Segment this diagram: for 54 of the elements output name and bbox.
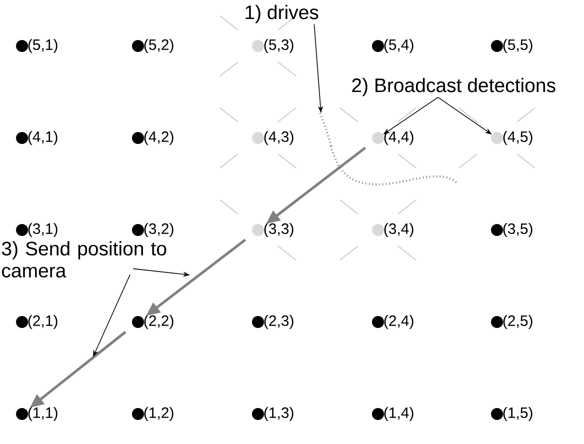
step-label: 3) Send position to camera — [2, 241, 166, 278]
node-label: (3,4) — [384, 223, 414, 237]
sensor-node: (2,2) — [132, 315, 174, 329]
sensor-node: (3,2) — [132, 223, 174, 237]
sensor-node: (3,1) — [16, 223, 58, 237]
sensor-node: (4,3) — [252, 131, 294, 145]
node-label: (3,2) — [144, 223, 174, 237]
node-label: (2,4) — [384, 315, 414, 329]
node-label: (4,2) — [144, 131, 174, 145]
step-label: 1) drives — [246, 4, 318, 24]
node-label: (5,2) — [144, 39, 174, 53]
node-label: (3,5) — [503, 223, 532, 237]
node-label: (5,4) — [384, 39, 414, 53]
node-label: (1,4) — [384, 407, 414, 421]
node-label: (5,3) — [264, 39, 294, 53]
sensor-node: (4,4) — [372, 131, 414, 145]
sensor-node: (5,4) — [372, 39, 414, 53]
sensor-node: (4,2) — [132, 131, 174, 145]
node-label: (2,2) — [144, 315, 174, 329]
trail-start — [318, 112, 332, 146]
node-label: (3,3) — [264, 223, 294, 237]
node-label: (1,3) — [264, 407, 294, 421]
sensor-node: (5,1) — [16, 39, 58, 53]
sensor-node: (2,4) — [372, 315, 414, 329]
sensor-node: (3,3) — [252, 223, 294, 237]
node-label: (5,5) — [503, 39, 532, 53]
node-label: (2,3) — [264, 315, 294, 329]
node-label: (2,5) — [503, 315, 532, 329]
node-label: (4,1) — [28, 131, 58, 145]
sensor-node: (1,1) — [16, 407, 58, 421]
sensor-node: (1,2) — [132, 407, 174, 421]
step-label: 2) Broadcast detections — [352, 78, 556, 96]
node-label: (4,5) — [503, 131, 532, 145]
node-label: (4,3) — [264, 131, 294, 145]
node-label: (1,1) — [28, 407, 58, 421]
sensor-node: (2,5) — [491, 315, 532, 329]
sensor-node: (2,1) — [16, 315, 58, 329]
sensor-node: (4,1) — [16, 131, 58, 145]
sensor-node: (4,5) — [491, 131, 532, 145]
sensor-node: (2,3) — [252, 315, 294, 329]
node-label: (4,4) — [384, 131, 414, 145]
sensor-node: (1,4) — [372, 407, 414, 421]
node-label: (1,2) — [144, 407, 174, 421]
node-label: (2,1) — [28, 315, 58, 329]
sensor-node: (3,5) — [491, 223, 532, 237]
node-label: (1,5) — [503, 407, 532, 421]
sensor-node: (1,3) — [252, 407, 294, 421]
sensor-node: (5,5) — [491, 39, 532, 53]
sensor-node: (5,3) — [252, 39, 294, 53]
sensor-node: (1,5) — [491, 407, 532, 421]
node-label: (5,1) — [28, 39, 58, 53]
node-label: (3,1) — [28, 223, 58, 237]
sensor-node: (3,4) — [372, 223, 414, 237]
sensor-node: (5,2) — [132, 39, 174, 53]
